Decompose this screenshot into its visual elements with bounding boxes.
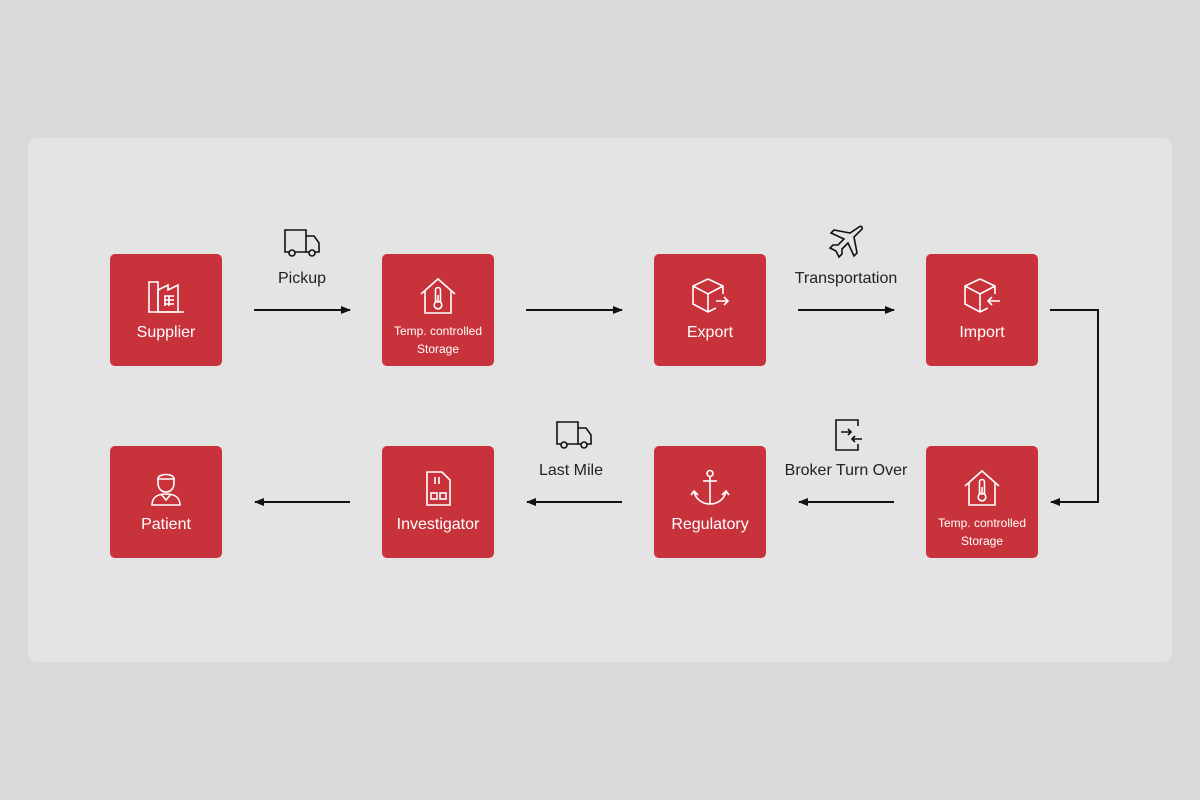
box-export-icon xyxy=(690,276,730,316)
step-label-transportation: Transportation xyxy=(794,270,898,287)
node-export: Export xyxy=(654,254,766,366)
node-import: Import xyxy=(926,254,1038,366)
thermometer-house-icon xyxy=(418,276,458,316)
node-label: Temp. controlled Storage xyxy=(393,324,483,356)
anchor-icon xyxy=(690,468,730,508)
truck-icon xyxy=(554,414,594,454)
node-label: Patient xyxy=(141,516,191,533)
node-label: Import xyxy=(959,324,1005,341)
node-regulatory: Regulatory xyxy=(654,446,766,558)
node-label: Temp. controlled Storage xyxy=(937,516,1027,548)
node-patient: Patient xyxy=(110,446,222,558)
factory-icon xyxy=(146,276,186,316)
truck-icon xyxy=(282,222,322,262)
node-label: Investigator xyxy=(396,516,480,533)
node-label: Export xyxy=(686,324,734,341)
arrow-import-to-storage xyxy=(1050,309,1099,506)
node-temp-storage-2: Temp. controlled Storage xyxy=(926,446,1038,558)
step-label-pickup: Pickup xyxy=(277,270,327,287)
sim-card-icon xyxy=(418,468,458,508)
thermometer-house-icon xyxy=(962,468,1002,508)
node-investigator: Investigator xyxy=(382,446,494,558)
airplane-icon xyxy=(826,222,866,262)
handover-icon xyxy=(826,414,866,454)
node-label: Supplier xyxy=(136,324,196,341)
box-import-icon xyxy=(962,276,1002,316)
flow-panel xyxy=(28,138,1172,662)
node-label: Regulatory xyxy=(671,516,749,533)
step-label-broker: Broker Turn Over xyxy=(784,462,908,479)
patient-icon xyxy=(146,468,186,508)
node-temp-storage-1: Temp. controlled Storage xyxy=(382,254,494,366)
step-label-last-mile: Last Mile xyxy=(538,462,604,479)
node-supplier: Supplier xyxy=(110,254,222,366)
